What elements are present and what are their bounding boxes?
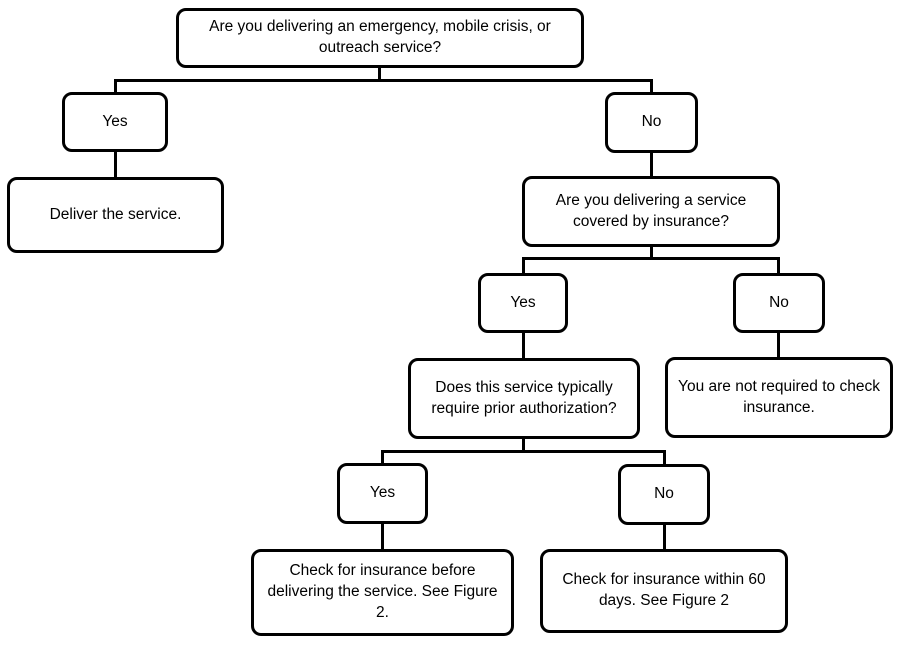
connector-split2-horizontal bbox=[522, 257, 780, 260]
outcome-node-deliver-service: Deliver the service. bbox=[7, 177, 224, 253]
connector-q1-stem bbox=[378, 66, 381, 82]
branch-node-no-1: No bbox=[605, 92, 698, 153]
node-label: You are not required to check insurance. bbox=[678, 377, 880, 416]
node-label: Does this service typically require prio… bbox=[431, 378, 617, 417]
branch-node-no-2: No bbox=[733, 273, 825, 333]
branch-node-yes-1: Yes bbox=[62, 92, 168, 152]
connector-split1-horizontal bbox=[114, 79, 653, 82]
question-node-prior-authorization: Does this service typically require prio… bbox=[408, 358, 640, 439]
question-node-emergency-service: Are you delivering an emergency, mobile … bbox=[176, 8, 584, 68]
node-label: Yes bbox=[102, 112, 128, 130]
outcome-node-check-within-60-days: Check for insurance within 60 days. See … bbox=[540, 549, 788, 633]
node-label: Check for insurance before delivering th… bbox=[267, 562, 498, 621]
connector-yes1-to-deliver bbox=[114, 150, 117, 179]
branch-node-no-3: No bbox=[618, 464, 710, 525]
connector-no1-to-insurance-question bbox=[650, 151, 653, 178]
connector-split1-to-yes bbox=[114, 79, 117, 94]
node-label: Yes bbox=[510, 293, 536, 311]
connector-split3-to-yes bbox=[381, 450, 384, 465]
connector-split2-to-no bbox=[777, 257, 780, 275]
node-label: Deliver the service. bbox=[49, 205, 182, 223]
question-node-covered-by-insurance: Are you delivering a service covered by … bbox=[522, 176, 780, 247]
connector-split2-to-yes bbox=[522, 257, 525, 275]
node-label: No bbox=[769, 293, 789, 311]
node-label: Check for insurance within 60 days. See … bbox=[562, 571, 766, 609]
outcome-node-check-before-delivering: Check for insurance before delivering th… bbox=[251, 549, 514, 636]
connector-no2-to-not-required bbox=[777, 331, 780, 359]
connector-yes3-to-check-before bbox=[381, 522, 384, 551]
node-label: No bbox=[641, 113, 662, 131]
connector-split1-to-no bbox=[650, 79, 653, 94]
node-label: Are you delivering an emergency, mobile … bbox=[209, 18, 551, 56]
connector-yes2-to-auth-question bbox=[522, 331, 525, 360]
connector-no3-to-check-within-60 bbox=[663, 523, 666, 551]
branch-node-yes-2: Yes bbox=[478, 273, 568, 333]
connector-split3-horizontal bbox=[381, 450, 666, 453]
node-label: Yes bbox=[369, 484, 396, 502]
outcome-node-not-required-check: You are not required to check insurance. bbox=[665, 357, 893, 438]
node-label: No bbox=[654, 485, 674, 503]
node-label: Are you delivering a service covered by … bbox=[555, 191, 747, 230]
connector-q2-stem bbox=[650, 245, 653, 260]
branch-node-yes-3: Yes bbox=[337, 463, 428, 524]
connector-split3-to-no bbox=[663, 450, 666, 466]
connector-q3-stem bbox=[522, 437, 525, 453]
